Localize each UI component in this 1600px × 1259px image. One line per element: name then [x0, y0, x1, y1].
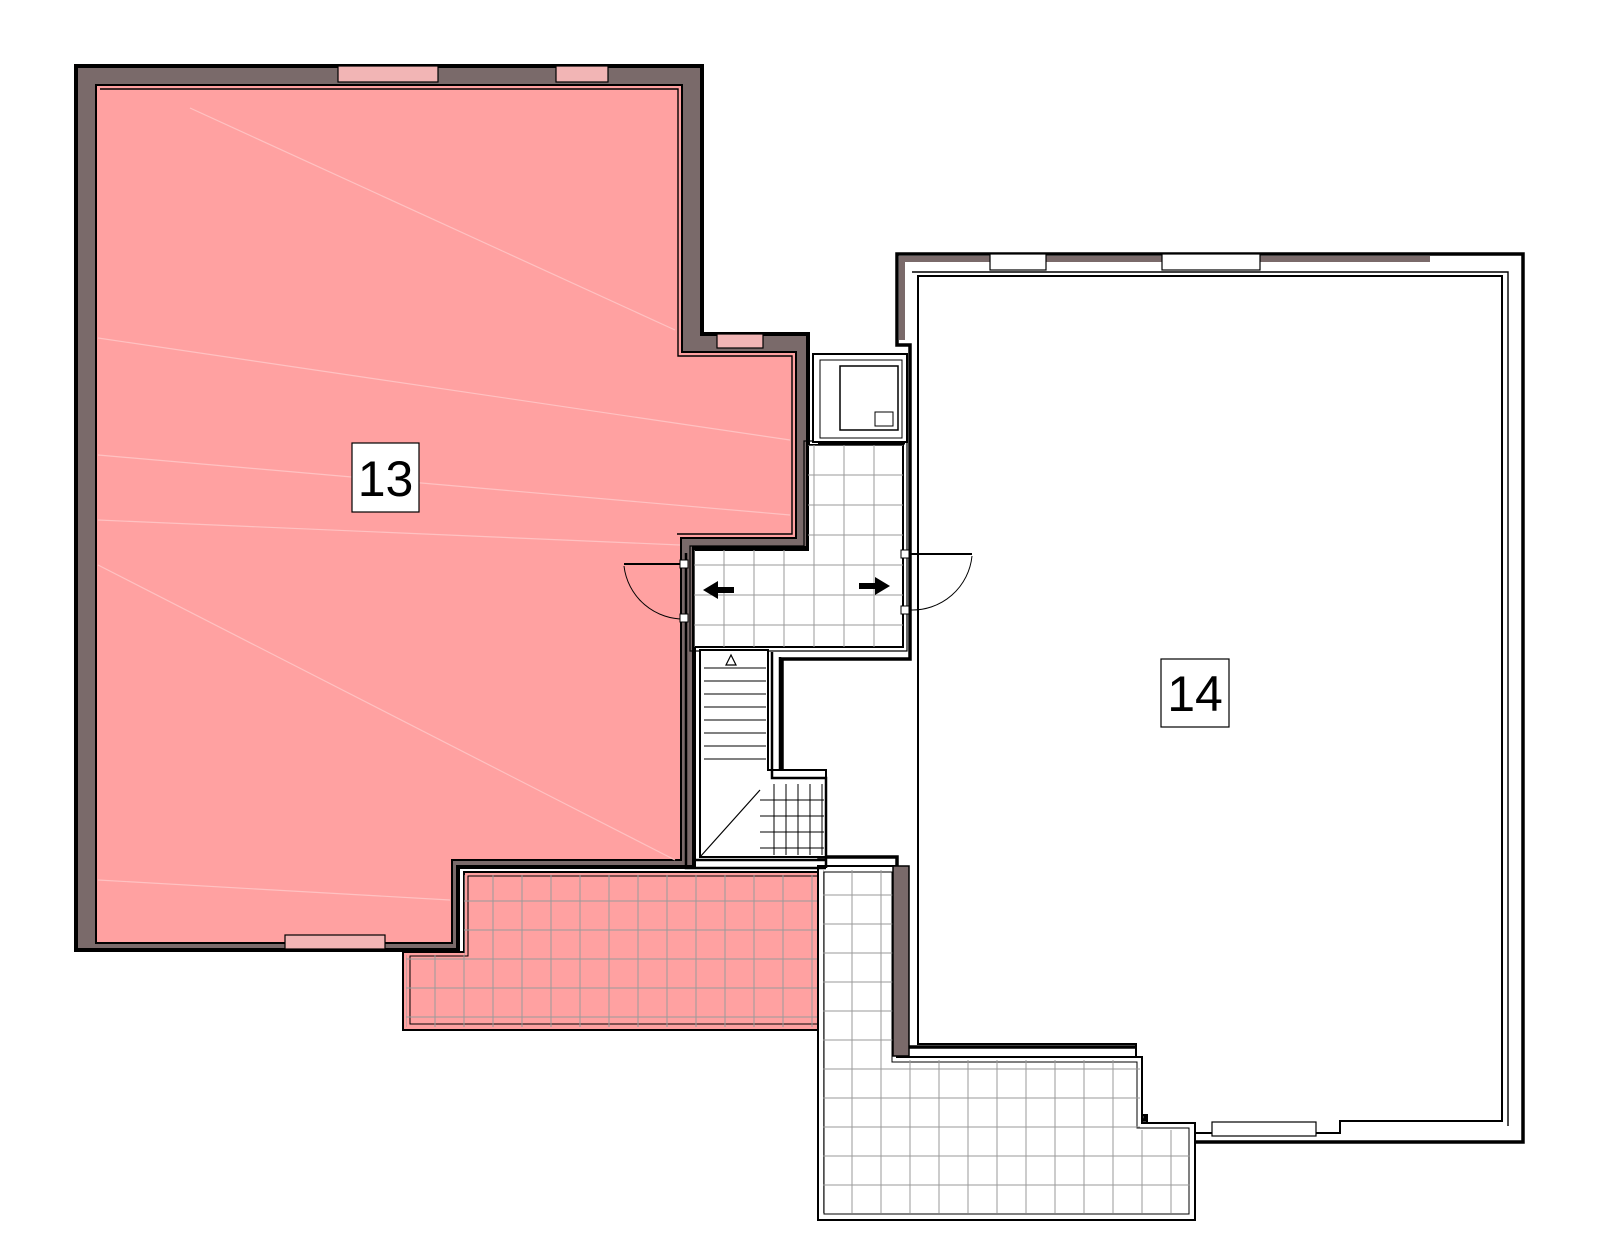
window	[716, 333, 764, 349]
unit-14-inner-lining	[912, 271, 1509, 1126]
core-walls	[684, 553, 828, 870]
staircase[interactable]	[699, 649, 827, 858]
unit-13-faint-lines	[97, 107, 791, 901]
unit-14[interactable]: 14	[780, 252, 1525, 1144]
arrow-right-icon	[859, 577, 890, 595]
unit-13-number: 13	[358, 451, 414, 507]
stair-up-icon	[725, 653, 737, 666]
unit-13-label: 13	[351, 442, 420, 513]
window	[1161, 253, 1261, 271]
unit-14-label: 14	[1160, 658, 1230, 728]
window	[337, 65, 439, 83]
arrow-left-icon	[703, 581, 734, 599]
window	[284, 934, 386, 950]
unit-13[interactable]: 13	[74, 64, 810, 952]
unit-13-terrace	[402, 871, 824, 1031]
unit-14-number: 14	[1167, 666, 1223, 722]
unit-13-inner-lining	[100, 88, 793, 535]
window	[1211, 1121, 1317, 1137]
door-unit-13[interactable]	[623, 559, 689, 623]
window	[989, 253, 1047, 271]
door-unit-14[interactable]	[900, 549, 973, 615]
elevator	[812, 353, 908, 445]
window	[555, 65, 609, 83]
